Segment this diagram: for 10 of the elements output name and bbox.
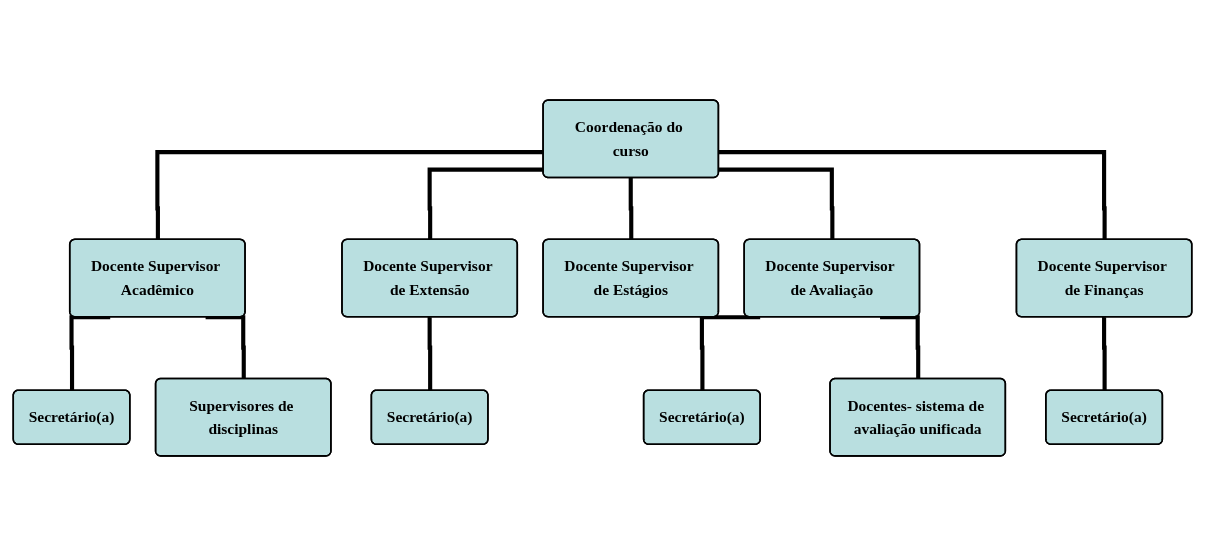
connector — [205, 315, 246, 380]
connector — [155, 150, 544, 240]
connector — [880, 315, 921, 380]
connector — [699, 315, 761, 391]
connector — [718, 150, 1107, 240]
connector — [69, 315, 111, 391]
connector — [1102, 315, 1107, 391]
connector — [427, 315, 433, 391]
connector — [718, 167, 835, 240]
connector — [427, 167, 544, 240]
